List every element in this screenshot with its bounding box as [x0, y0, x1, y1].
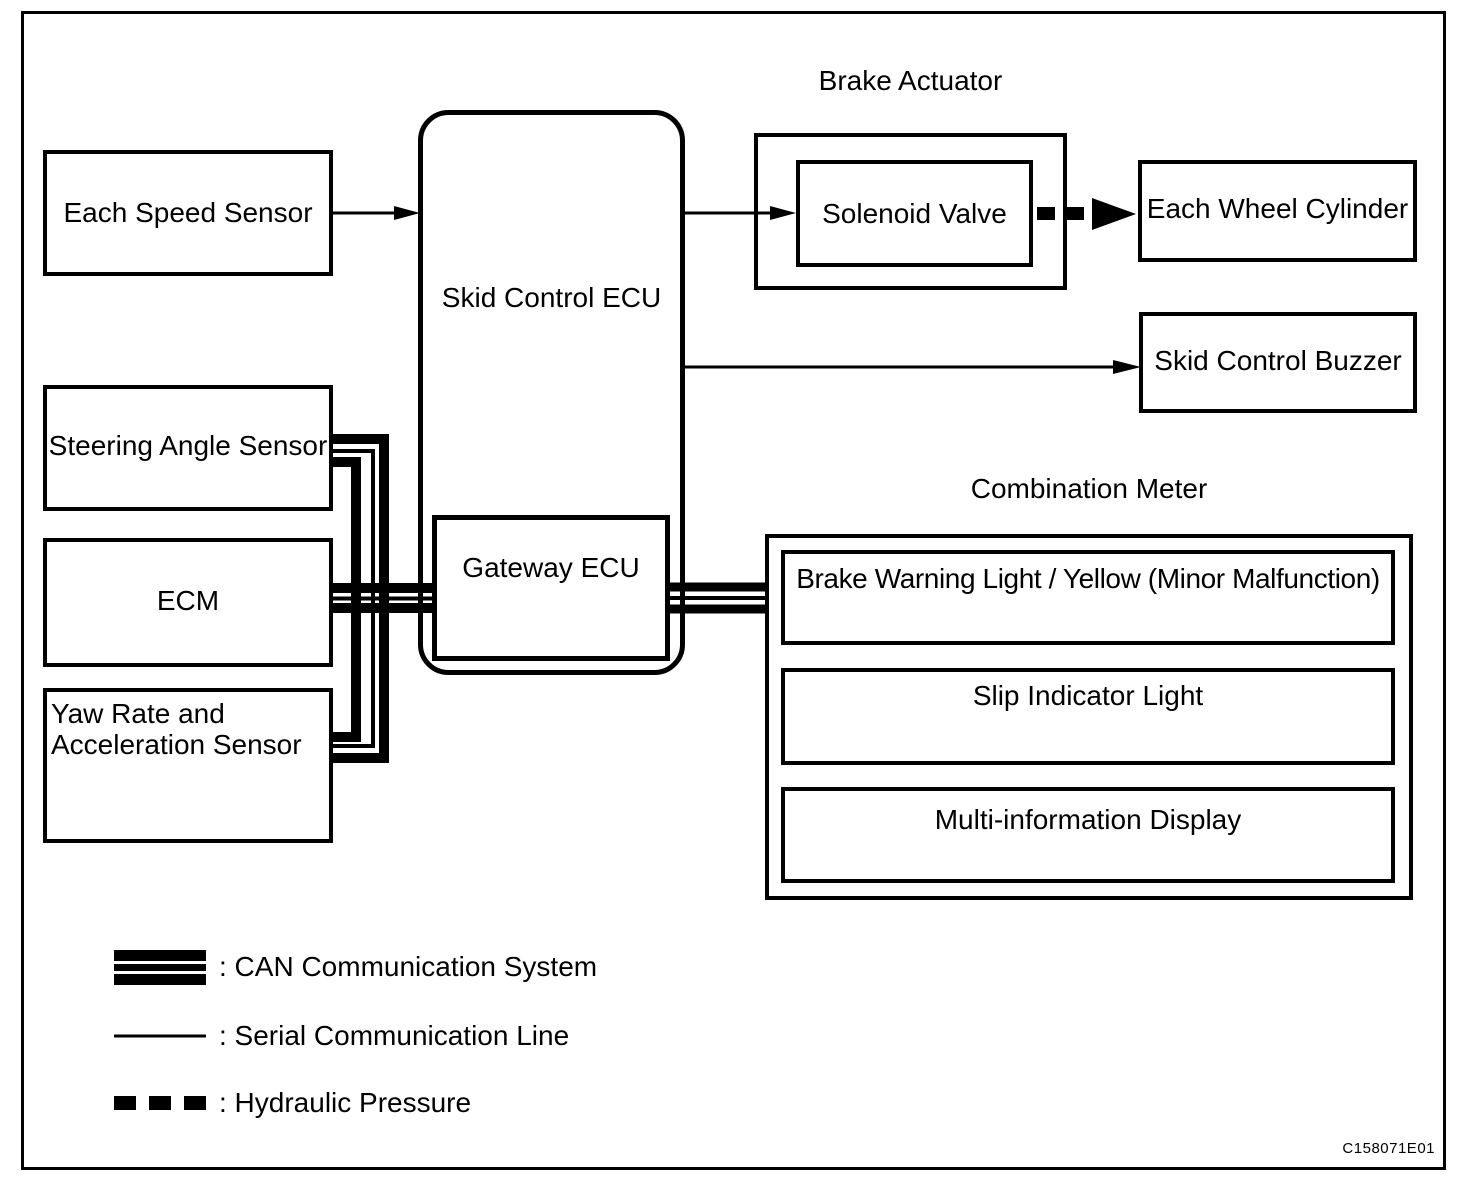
combination-meter-label: Combination Meter	[970, 473, 1208, 505]
brake-actuator-label: Brake Actuator	[818, 65, 1003, 97]
skid-control-ecu-label: Skid Control ECU	[441, 282, 662, 314]
steering-angle-sensor-label: Steering Angle Sensor	[48, 430, 328, 462]
ecm-box	[43, 538, 333, 667]
legend-can-bar-middle	[114, 964, 206, 971]
ecm-label: ECM	[156, 584, 220, 616]
legend-can-bar-top	[114, 950, 206, 961]
arrowhead-hydraulic	[1092, 198, 1136, 230]
slip-indicator-light-label: Slip Indicator Light	[972, 680, 1204, 711]
brake-warning-light-label: Brake Warning Light / Yellow (Minor Malf…	[796, 563, 1380, 594]
yaw-rate-sensor-label: Yaw Rate and Acceleration Sensor	[51, 698, 302, 761]
legend-hydraulic-dash-2	[149, 1096, 171, 1110]
hydraulic-dash-1	[1037, 207, 1055, 220]
each-speed-sensor-box	[43, 150, 333, 276]
skid-control-buzzer-label: Skid Control Buzzer	[1154, 344, 1402, 376]
arrowhead-ecu-to-solenoid	[770, 206, 796, 220]
multi-information-display-label: Multi-information Display	[934, 804, 1242, 835]
arrowhead-ecu-to-buzzer	[1113, 360, 1141, 374]
skid-control-buzzer-box	[1139, 312, 1417, 413]
legend-can-bar-bottom	[114, 974, 206, 985]
steering-angle-sensor-box	[43, 385, 333, 511]
solenoid-valve-box	[796, 160, 1033, 267]
gateway-ecu-box	[432, 515, 670, 661]
legend-hydraulic-dash-3	[184, 1096, 206, 1110]
figure-code: C158071E01	[1342, 1140, 1435, 1157]
solenoid-valve-label: Solenoid Valve	[822, 197, 1007, 229]
arrowhead-speed-to-ecu	[394, 206, 420, 220]
multi-information-display-box	[781, 787, 1395, 883]
brake-warning-light-box	[781, 550, 1395, 645]
legend-serial-label: : Serial Communication Line	[219, 1020, 570, 1051]
each-speed-sensor-label: Each Speed Sensor	[63, 197, 313, 229]
legend-can-label: : CAN Communication System	[219, 951, 598, 982]
each-wheel-cylinder-box	[1138, 160, 1417, 262]
hydraulic-dash-2	[1066, 207, 1084, 220]
legend-hydraulic-label: : Hydraulic Pressure	[219, 1087, 472, 1118]
yaw-rate-sensor-box	[43, 688, 333, 843]
each-wheel-cylinder-label: Each Wheel Cylinder	[1146, 193, 1409, 225]
legend-hydraulic-dash-1	[114, 1096, 136, 1110]
diagram-outer-border	[21, 11, 1446, 1170]
slip-indicator-light-box	[781, 668, 1395, 765]
gateway-ecu-label: Gateway ECU	[462, 552, 640, 584]
